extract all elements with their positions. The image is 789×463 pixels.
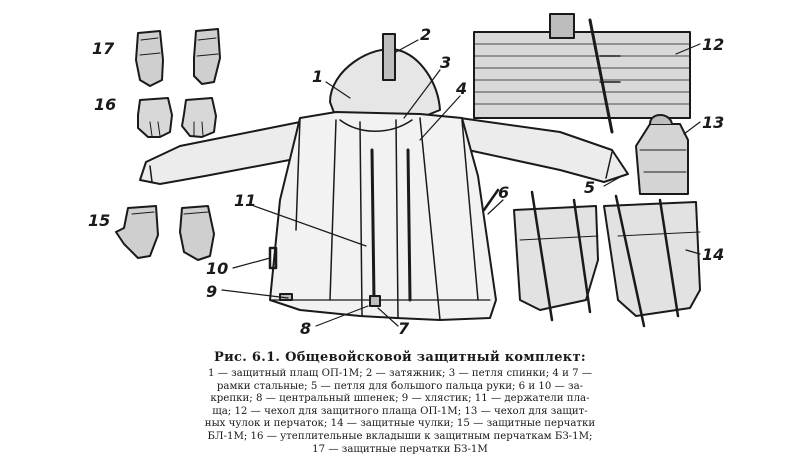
label-2: 2 bbox=[420, 25, 431, 44]
label-1: 1 bbox=[312, 67, 323, 86]
warming-inserts-drawing bbox=[137, 97, 217, 138]
figure-caption: Рис. 6.1. Общевойсковой защитный комплек… bbox=[70, 350, 730, 456]
caption-line: крепки; 8 — центральный шпенек; 9 — хляс… bbox=[210, 393, 590, 405]
cloak-op-1m-drawing bbox=[139, 33, 629, 321]
label-9: 9 bbox=[206, 282, 217, 301]
label-14: 14 bbox=[702, 245, 724, 264]
gloves-bl-1m-drawing bbox=[115, 205, 215, 261]
label-12: 12 bbox=[702, 35, 724, 54]
caption-line: ща; 12 — чехол для защитного плаща ОП-1М… bbox=[212, 405, 588, 417]
caption-line: 17 — защитные перчатки БЗ-1М bbox=[312, 443, 488, 455]
label-5: 5 bbox=[584, 178, 595, 197]
label-6: 6 bbox=[498, 183, 509, 202]
gloves-bz-1m-drawing bbox=[135, 28, 221, 87]
label-8: 8 bbox=[300, 319, 311, 338]
stockings-cover-drawing bbox=[635, 114, 689, 195]
cloak-cover-drawing bbox=[473, 13, 691, 134]
leader-lines bbox=[221, 39, 701, 327]
label-10: 10 bbox=[206, 259, 228, 278]
caption-line: рамки стальные; 5 — петля для большого п… bbox=[216, 380, 584, 392]
label-16: 16 bbox=[94, 95, 116, 114]
protective-stockings-drawing bbox=[513, 190, 701, 328]
caption-title: Рис. 6.1. Общевойсковой защитный комплек… bbox=[214, 350, 586, 365]
caption-line: ных чулок и перчаток; 14 — защитные чулк… bbox=[204, 418, 596, 430]
label-17: 17 bbox=[92, 39, 115, 58]
label-7: 7 bbox=[398, 319, 410, 338]
caption-line: БЛ-1М; 16 — утеплительные вкладыши к защ… bbox=[207, 430, 593, 442]
caption-line: 1 — защитный плащ ОП-1М; 2 — затяжник; 3… bbox=[207, 368, 593, 379]
label-13: 13 bbox=[702, 113, 724, 132]
label-11: 11 bbox=[234, 191, 256, 210]
caption-body: 1 — защитный плащ ОП-1М; 2 — затяжник; 3… bbox=[70, 368, 730, 456]
label-4: 4 bbox=[455, 79, 467, 98]
label-3: 3 bbox=[440, 53, 451, 72]
label-15: 15 bbox=[88, 211, 110, 230]
